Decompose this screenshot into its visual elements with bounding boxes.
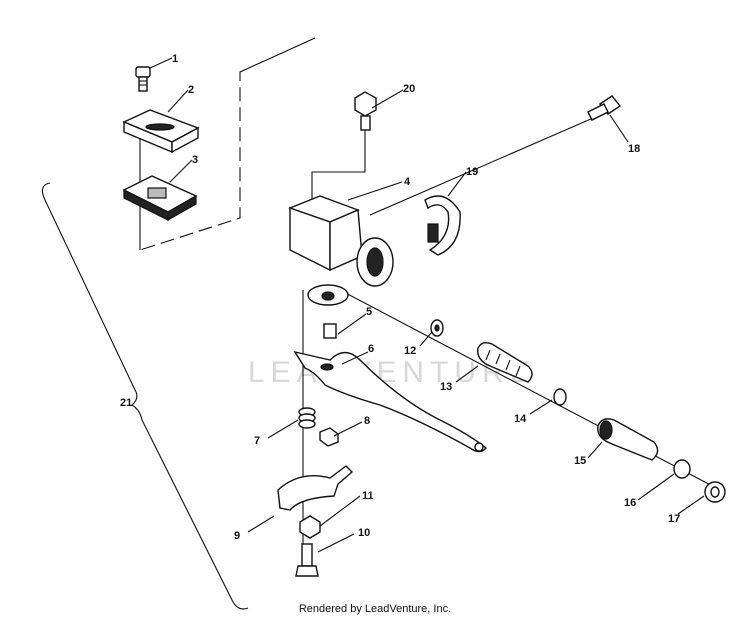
part-10-screw[interactable]: [295, 543, 319, 577]
part-16-washer[interactable]: [673, 459, 691, 479]
part-1-screw[interactable]: [135, 66, 151, 92]
part-17-washer[interactable]: [704, 481, 726, 503]
part-4-master-cylinder-body[interactable]: [288, 195, 394, 306]
callout-9: 9: [234, 530, 240, 542]
assembly-bracket: [41, 182, 249, 610]
part-19-clamp[interactable]: [424, 195, 461, 256]
callout-16: 16: [624, 497, 636, 509]
part-13-dust-boot[interactable]: [477, 341, 533, 383]
part-14-washer[interactable]: [553, 388, 567, 406]
part-7-spring[interactable]: [298, 407, 316, 429]
callout-1: 1: [172, 53, 178, 65]
part-18-bolt[interactable]: [587, 95, 622, 121]
assembly-guide-lines: [139, 37, 721, 560]
part-6-brake-lever[interactable]: [293, 350, 487, 453]
callout-10: 10: [358, 527, 370, 539]
callout-3: 3: [192, 154, 198, 166]
callout-12: 12: [404, 345, 416, 357]
part-2-reservoir-cover[interactable]: [122, 109, 200, 154]
callout-21: 21: [120, 397, 132, 409]
part-3-diaphragm[interactable]: [122, 175, 198, 222]
callout-15: 15: [574, 455, 586, 467]
callout-8: 8: [364, 415, 370, 427]
callout-7: 7: [254, 435, 260, 447]
part-9-switch-bracket[interactable]: [277, 465, 354, 511]
footer-credit: Rendered by LeadVenture, Inc.: [298, 603, 452, 615]
part-5-pivot-pin[interactable]: [323, 323, 337, 339]
callout-11: 11: [362, 490, 374, 502]
part-11-nut[interactable]: [299, 515, 321, 539]
callout-14: 14: [514, 413, 527, 425]
callout-13: 13: [440, 381, 452, 393]
callout-labels: 1 2 3 4 5 6 7 8 9 10 11 12 13 14 15 16 1…: [120, 53, 680, 542]
part-20-bolt[interactable]: [354, 91, 377, 131]
callout-20: 20: [403, 83, 415, 95]
callout-2: 2: [188, 84, 194, 96]
part-15-piston-assembly[interactable]: [597, 418, 659, 461]
part-8-nut[interactable]: [319, 427, 339, 447]
callout-5: 5: [366, 306, 372, 318]
callout-4: 4: [404, 176, 411, 188]
callout-19: 19: [466, 166, 478, 178]
leader-lines: [149, 57, 705, 553]
callout-17: 17: [668, 513, 680, 525]
callout-6: 6: [368, 343, 374, 355]
callout-18: 18: [628, 143, 640, 155]
part-12-washer[interactable]: [430, 319, 444, 337]
